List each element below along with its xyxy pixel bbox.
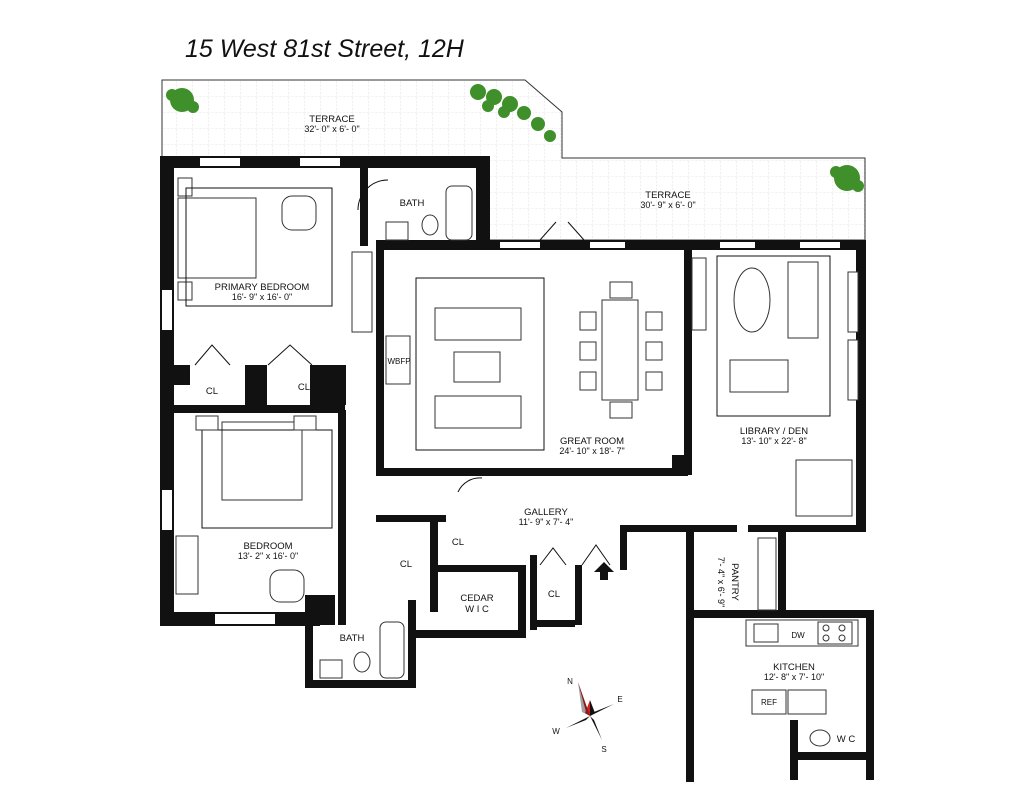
compass-east: E [617, 695, 622, 704]
bath-primary-label: BATH [400, 198, 425, 209]
primary-bedroom-dims: 16'- 9" x 16'- 0" [232, 292, 292, 302]
loveseat [729, 359, 789, 393]
kitchen-sink [753, 623, 779, 643]
terrace-west-dims: 32'- 0" x 6'- 0" [304, 124, 359, 134]
column [672, 455, 686, 470]
great-room-dims: 24'- 10" x 18'- 7" [559, 446, 624, 456]
sink [319, 659, 343, 679]
oval-table [733, 267, 771, 333]
compass-north: N [567, 677, 573, 686]
plant-icon [830, 165, 864, 192]
window-openings [162, 158, 840, 624]
sofa [434, 307, 522, 341]
armchair [281, 195, 317, 231]
terrace-west-label: TERRACE [309, 114, 354, 125]
library-label: LIBRARY / DEN [740, 426, 808, 437]
terrace-east-label: TERRACE [645, 190, 690, 201]
toilet [421, 214, 439, 236]
dresser [351, 251, 373, 333]
bookshelf [847, 339, 859, 401]
wbfp-label: WBFP [387, 357, 410, 366]
bookshelf [847, 271, 859, 333]
closet-label: CL [206, 386, 218, 397]
great-room-label: GREAT ROOM [560, 436, 624, 447]
dining-chairs [579, 281, 663, 419]
sofa [434, 395, 522, 429]
toilet [353, 651, 371, 673]
interior-walls [170, 156, 874, 782]
stove-icon [817, 621, 853, 645]
wc-label: W C [837, 734, 856, 745]
kitchen-counter [787, 689, 827, 715]
dishwasher-label: DW [791, 631, 805, 640]
bathtub [379, 621, 405, 679]
pantry-counter [757, 537, 777, 611]
toilet [809, 729, 831, 747]
primary-bedroom-label: PRIMARY BEDROOM [215, 282, 310, 293]
refrigerator [751, 689, 787, 715]
nightstand [195, 415, 219, 431]
compass-rose-icon [566, 682, 614, 740]
gallery-dims: 11'- 9" x 7'- 4" [519, 517, 574, 527]
nightstand [293, 415, 317, 431]
coffee-table [453, 351, 501, 383]
nightstand [177, 281, 193, 301]
bedroom-label: BEDROOM [243, 541, 292, 552]
desk [795, 459, 853, 517]
rug [185, 187, 333, 307]
closet-label: CL [452, 537, 464, 548]
plant-icon [166, 88, 199, 113]
hedge-plant-icon [470, 84, 556, 142]
bath-door-swing [357, 179, 389, 211]
closet-door-swing [194, 344, 313, 366]
sofa [787, 261, 819, 339]
closet-label: CL [548, 589, 560, 600]
cedar-wic-label-line1: CEDAR [460, 593, 493, 604]
bed [221, 421, 303, 501]
bedroom-dims: 13'- 2" x 16'- 0" [238, 551, 298, 561]
closet-label: CL [298, 382, 310, 393]
plan-title: 15 West 81st Street, 12H [185, 35, 465, 63]
bedroom-rug [201, 429, 333, 529]
library-rug [716, 255, 831, 417]
bookshelf [691, 257, 707, 331]
closet-label: CL [400, 559, 412, 570]
desk [175, 535, 199, 595]
armchair [269, 569, 305, 603]
compass-south: S [601, 745, 606, 754]
compass-west: W [552, 727, 560, 736]
sink [385, 221, 409, 241]
dining-table [601, 299, 639, 401]
terrace-east-dims: 30'- 9" x 6'- 0" [640, 200, 695, 210]
terrace-door-swing [539, 221, 585, 241]
bath-2-label: BATH [340, 633, 365, 644]
refrigerator-label: REF [761, 698, 777, 707]
fireplace [385, 335, 411, 385]
great-room-rug [415, 277, 545, 451]
pantry-label: PANTRY [729, 563, 740, 601]
gallery-door-swing [457, 477, 611, 566]
library-dims: 13'- 10" x 22'- 8" [741, 436, 806, 446]
pantry-dims: 7'- 4" x 6'- 9" [716, 557, 726, 607]
cedar-wic-label-line2: W I C [465, 604, 489, 615]
gallery-label: GALLERY [524, 507, 568, 518]
nightstand [177, 177, 193, 197]
bathtub [445, 185, 473, 241]
entry-arrow-icon [594, 562, 614, 580]
bed [177, 197, 257, 279]
kitchen-label: KITCHEN [773, 662, 815, 673]
kitchen-dims: 12'- 8" x 7'- 10" [764, 672, 824, 682]
